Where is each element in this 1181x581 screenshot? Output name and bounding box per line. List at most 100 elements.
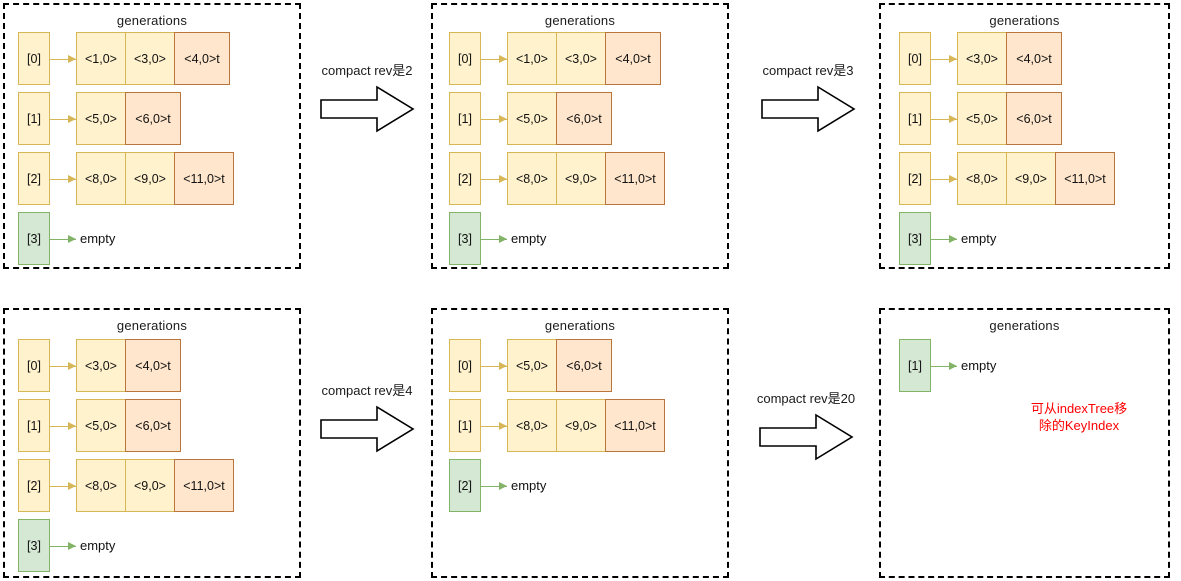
step-rev4: compact rev是4	[305, 380, 429, 460]
empty-label: empty	[511, 231, 547, 246]
generation-index-1: [1]	[18, 92, 50, 145]
arrowhead-icon	[499, 54, 507, 63]
revision-cell-tombstone: <6,0>t	[125, 399, 181, 452]
generation-row: [1]<8,0><9,0><11,0>t	[449, 399, 665, 452]
revision-chain: <5,0><6,0>t	[507, 339, 612, 392]
block-arrow-icon	[319, 404, 415, 459]
chain-connector-arrow	[481, 173, 507, 185]
revision-cell-tombstone: <11,0>t	[605, 152, 665, 205]
revision-cell: <5,0>	[957, 92, 1007, 145]
step-rev2: compact rev是2	[305, 60, 429, 140]
step-label: compact rev是3	[762, 63, 854, 78]
connector-shaft	[50, 545, 76, 547]
chain-connector-arrow	[481, 480, 507, 492]
generation-index-1: [1]	[18, 399, 50, 452]
chain-connector-arrow	[50, 173, 76, 185]
generation-index-0: [0]	[18, 339, 50, 392]
block-arrow-icon	[319, 84, 415, 139]
connector-shaft	[50, 58, 76, 60]
generation-index-3: [3]	[449, 212, 481, 265]
step-rev3: compact rev是3	[739, 60, 877, 140]
generation-index-3: [3]	[899, 212, 931, 265]
arrowhead-icon	[499, 421, 507, 430]
revision-cell-tombstone: <6,0>t	[556, 92, 612, 145]
revision-cell: <9,0>	[556, 152, 606, 205]
chain-connector-arrow	[931, 360, 957, 372]
generation-index-2: [2]	[18, 459, 50, 512]
chain-connector-arrow	[931, 173, 957, 185]
connector-shaft	[931, 178, 957, 180]
generation-row: [0]<5,0><6,0>t	[449, 339, 612, 392]
revision-cell: <8,0>	[507, 152, 557, 205]
connector-shaft	[50, 118, 76, 120]
revision-cell: <9,0>	[125, 459, 175, 512]
revision-cell-tombstone: <11,0>t	[174, 152, 234, 205]
chain-connector-arrow	[481, 360, 507, 372]
revision-chain: <8,0><9,0><11,0>t	[957, 152, 1115, 205]
generation-row: [2] <8,0><9,0><11,0>t	[18, 459, 234, 512]
revision-chain: <3,0><4,0>t	[957, 32, 1062, 85]
revision-chain: <8,0><9,0><11,0>t	[76, 459, 234, 512]
revision-cell: <3,0>	[125, 32, 175, 85]
revision-cell-tombstone: <6,0>t	[556, 339, 612, 392]
panel-title: generations	[544, 13, 616, 28]
chain-connector-arrow	[481, 53, 507, 65]
generation-index-2: [2]	[899, 152, 931, 205]
generation-index-3: [3]	[18, 519, 50, 572]
revision-chain: <8,0><9,0><11,0>t	[507, 152, 665, 205]
arrowhead-icon	[68, 481, 76, 490]
revision-cell: <9,0>	[556, 399, 606, 452]
chain-connector-arrow	[50, 420, 76, 432]
chain-connector-arrow	[931, 113, 957, 125]
empty-label: empty	[80, 231, 116, 246]
revision-chain: <8,0><9,0><11,0>t	[507, 399, 665, 452]
panel-title: generations	[544, 318, 616, 333]
revision-cell: <5,0>	[76, 92, 126, 145]
arrowhead-icon	[499, 114, 507, 123]
generation-index-1: [1]	[899, 92, 931, 145]
revision-cell: <9,0>	[125, 152, 175, 205]
empty-label: empty	[961, 358, 997, 373]
revision-cell-tombstone: <4,0>t	[174, 32, 230, 85]
arrowhead-icon	[499, 174, 507, 183]
generation-index-3: [3]	[18, 212, 50, 265]
revision-chain: <5,0><6,0>t	[507, 92, 612, 145]
revision-cell-tombstone: <11,0>t	[605, 399, 665, 452]
chain-connector-arrow	[50, 480, 76, 492]
arrowhead-icon	[499, 234, 507, 243]
revision-chain: <1,0><3,0><4,0>t	[76, 32, 230, 85]
connector-shaft	[50, 238, 76, 240]
revision-chain: <1,0><3,0><4,0>t	[507, 32, 661, 85]
chain-connector-arrow	[50, 233, 76, 245]
revision-chain: <5,0><6,0>t	[76, 399, 181, 452]
step-rev20: compact rev是20	[735, 388, 877, 468]
generation-row: [0]<3,0><4,0>t	[899, 32, 1062, 85]
arrowhead-icon	[68, 114, 76, 123]
connector-shaft	[50, 425, 76, 427]
connector-shaft	[481, 485, 507, 487]
step-label: compact rev是4	[321, 383, 413, 398]
generation-row: [3] empty	[449, 212, 546, 265]
revision-cell: <1,0>	[507, 32, 557, 85]
annotation-text: 可从indexTree移 除的KeyIndex	[1030, 401, 1128, 433]
panel-title: generations	[989, 318, 1060, 333]
revision-cell: <8,0>	[507, 399, 557, 452]
revision-cell-tombstone: <11,0>t	[1055, 152, 1115, 205]
arrowhead-icon	[949, 234, 957, 243]
revision-cell: <3,0>	[957, 32, 1007, 85]
generation-index-1: [1]	[899, 339, 931, 392]
revision-cell-tombstone: <4,0>t	[125, 339, 181, 392]
revision-cell: <8,0>	[76, 459, 126, 512]
revision-cell: <9,0>	[1006, 152, 1056, 205]
revision-cell-tombstone: <4,0>t	[1006, 32, 1062, 85]
generation-row: [0]<3,0><4,0>t	[18, 339, 181, 392]
connector-shaft	[931, 58, 957, 60]
revision-cell-tombstone: <11,0>t	[174, 459, 234, 512]
chain-connector-arrow	[50, 113, 76, 125]
generation-index-0: [0]	[18, 32, 50, 85]
generation-row: [2] <8,0><9,0><11,0>t	[899, 152, 1115, 205]
revision-cell: <5,0>	[76, 399, 126, 452]
generation-row: [2]<8,0><9,0><11,0>t	[449, 152, 665, 205]
step-label: compact rev是20	[756, 391, 856, 406]
